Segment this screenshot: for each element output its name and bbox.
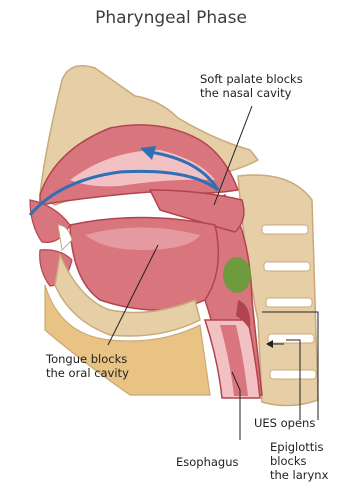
label-esophagus: Esophagus — [176, 455, 239, 469]
label-esophagus-line1: Esophagus — [176, 455, 239, 469]
label-soft-palate-line2: the nasal cavity — [200, 86, 303, 100]
label-soft-palate-line1: Soft palate blocks — [200, 72, 303, 86]
label-epiglottis-line3: the larynx — [270, 468, 328, 482]
label-tongue-line1: Tongue blocks — [46, 352, 129, 366]
label-epiglottis-line2: blocks — [270, 454, 328, 468]
label-tongue: Tongue blocks the oral cavity — [46, 352, 129, 380]
label-ues: UES opens — [254, 416, 315, 430]
food-bolus — [223, 257, 251, 293]
label-soft-palate: Soft palate blocks the nasal cavity — [200, 72, 303, 100]
label-epiglottis-line1: Epiglottis — [270, 440, 328, 454]
label-tongue-line2: the oral cavity — [46, 366, 129, 380]
label-epiglottis: Epiglottis blocks the larynx — [270, 440, 328, 482]
label-ues-line1: UES opens — [254, 416, 315, 430]
